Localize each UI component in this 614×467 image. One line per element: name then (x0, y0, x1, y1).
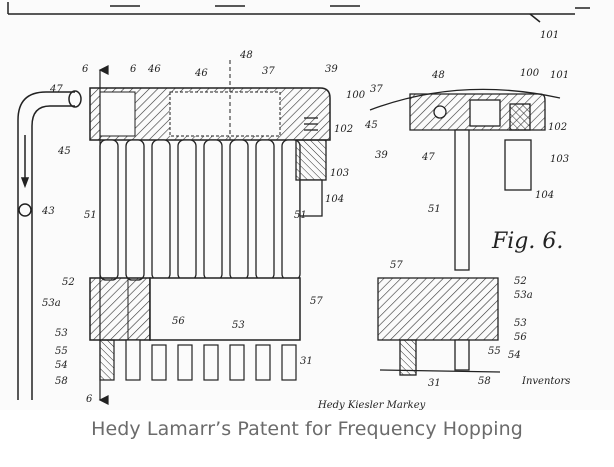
numeral-55: 55 (55, 346, 68, 357)
figure-label: Fig. 6. (491, 229, 563, 254)
side-numeral-48: 48 (431, 70, 445, 81)
patent-drawing: 6 6 46 46 48 37 39 100 102 103 104 47 45… (7, 2, 590, 410)
side-numeral-55: 55 (488, 346, 501, 357)
side-numeral-53a: 53a (514, 290, 533, 301)
spring-assembly (295, 117, 327, 217)
side-numeral-47: 47 (421, 152, 435, 163)
numeral-104: 104 (325, 194, 344, 205)
numeral-47: 47 (49, 84, 63, 95)
lower-block (89, 277, 301, 341)
numeral-56: 56 (172, 316, 185, 327)
side-numeral-52: 52 (514, 276, 527, 287)
left-tube (17, 90, 82, 400)
image-caption: Hedy Lamarr’s Patent for Frequency Hoppi… (91, 418, 523, 440)
side-numeral-54: 54 (508, 350, 521, 361)
numeral-102: 102 (334, 124, 353, 135)
side-numeral-53: 53 (514, 318, 527, 329)
numeral-6-bottom: 6 (86, 394, 93, 405)
numeral-53b: 53 (232, 320, 245, 331)
numeral-39: 39 (325, 64, 338, 75)
side-numeral-31: 31 (428, 378, 441, 389)
side-numeral-103: 103 (550, 154, 569, 165)
numeral-101: 101 (540, 30, 559, 41)
bottom-fittings (99, 339, 297, 381)
numeral-46a: 46 (147, 64, 161, 75)
numeral-53: 53 (55, 328, 68, 339)
numeral-54: 54 (55, 360, 68, 371)
side-numeral-51: 51 (428, 204, 441, 215)
numeral-6-top: 6 (82, 64, 89, 75)
side-numeral-100: 100 (520, 68, 540, 79)
numeral-58: 58 (55, 376, 68, 387)
side-view (369, 88, 561, 376)
side-numeral-104: 104 (535, 190, 554, 201)
numeral-52: 52 (62, 277, 75, 288)
numeral-48: 48 (239, 50, 253, 61)
numeral-103: 103 (330, 168, 349, 179)
patent-figure-svg: 6 6 46 46 48 37 39 100 102 103 104 47 45… (7, 2, 590, 410)
numeral-43: 43 (41, 206, 55, 217)
side-numeral-58: 58 (478, 376, 491, 387)
numeral-100: 100 (346, 90, 366, 101)
side-numeral-37: 37 (370, 84, 383, 95)
top-housing (89, 60, 331, 141)
side-numeral-101: 101 (550, 70, 569, 81)
numeral-46b: 46 (194, 68, 208, 79)
numeral-51a: 51 (84, 210, 97, 221)
side-numeral-102: 102 (548, 122, 567, 133)
numeral-6-c: 6 (130, 64, 137, 75)
numeral-45: 45 (57, 146, 71, 157)
inventor-signature: Hedy Kiesler Markey (317, 400, 426, 410)
inventors-label: Inventors (521, 376, 570, 387)
rods (99, 139, 301, 281)
side-numeral-39: 39 (375, 150, 388, 161)
side-numeral-45: 45 (364, 120, 378, 131)
reference-numerals: 6 6 46 46 48 37 39 100 102 103 104 47 45… (41, 30, 569, 405)
side-numeral-56: 56 (514, 332, 527, 343)
numeral-53a: 53a (42, 298, 61, 309)
top-frame (7, 2, 590, 23)
numeral-31: 31 (300, 356, 313, 367)
numeral-57: 57 (310, 296, 323, 307)
numeral-37: 37 (262, 66, 275, 77)
side-numeral-57: 57 (390, 260, 403, 271)
section-line (98, 65, 109, 405)
numeral-51b: 51 (294, 210, 307, 221)
